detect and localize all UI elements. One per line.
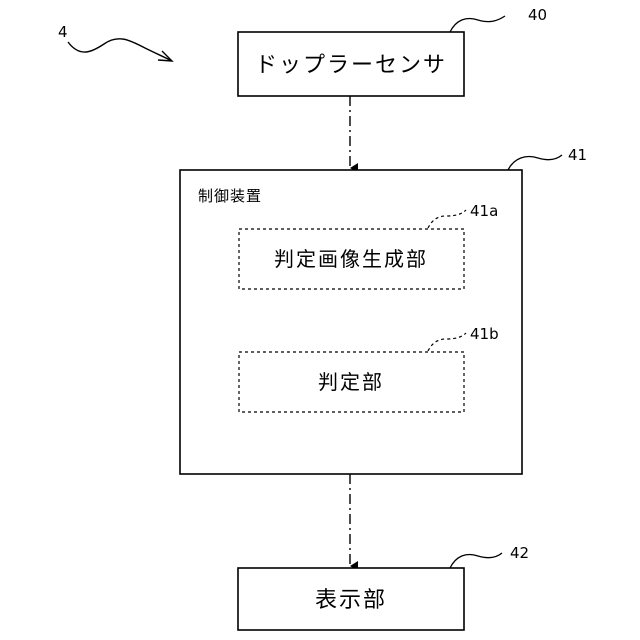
doppler-sensor-label: ドップラーセンサ — [255, 53, 447, 78]
judgment-unit-label: 判定部 — [318, 370, 384, 394]
doppler-sensor-box: ドップラーセンサ — [238, 32, 464, 96]
display-unit-label: 表示部 — [315, 588, 387, 613]
figure-ref-leader — [68, 39, 170, 60]
display-unit-ref: 42 — [510, 544, 529, 562]
display-unit-box: 表示部 — [238, 568, 464, 630]
control-device-ref: 41 — [568, 146, 587, 164]
display-unit-ref-leader — [450, 553, 502, 568]
control-device-ref-leader — [508, 155, 562, 170]
image-generator-ref: 41a — [470, 202, 498, 220]
control-device-label: 制御装置 — [198, 187, 262, 205]
image-generator-label: 判定画像生成部 — [274, 247, 428, 271]
judgment-unit-ref: 41b — [470, 325, 499, 343]
doppler-sensor-ref-leader — [450, 16, 505, 32]
figure-ref: 4 — [58, 23, 68, 41]
doppler-sensor-ref: 40 — [528, 6, 547, 24]
